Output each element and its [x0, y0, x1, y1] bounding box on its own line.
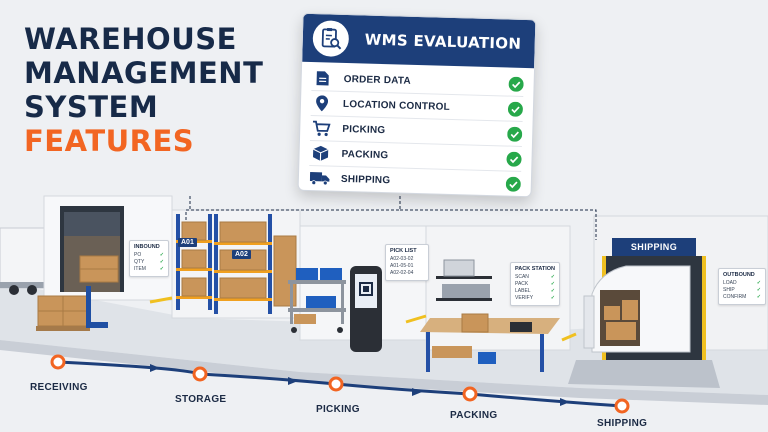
rack-label: A01: [178, 238, 197, 247]
sign-line: A02-02-04: [390, 270, 414, 276]
sign-line: QTY✓: [134, 259, 164, 265]
wms-feature-list: ORDER DATA LOCATION CONTROL PICKING PACK…: [299, 62, 534, 196]
location-pin-icon: [311, 94, 333, 113]
receiving-door-shutter: [64, 212, 120, 236]
check-mark: ✓: [159, 252, 164, 258]
wms-feature-row: ORDER DATA: [311, 66, 524, 97]
check-icon: [507, 101, 523, 117]
delivery-van: [583, 265, 691, 353]
wms-feature-row: PACKING: [309, 141, 522, 172]
sign-line: ITEM✓: [134, 266, 164, 272]
sign-line: PACK✓: [515, 281, 555, 287]
stage-label-storage: STORAGE: [175, 394, 227, 405]
cart-icon: [310, 119, 332, 138]
timeline-node: [614, 398, 630, 414]
sign-line: SCAN✓: [515, 274, 555, 280]
sign-line: PO✓: [134, 252, 164, 258]
check-mark: ✓: [550, 274, 555, 280]
dock-ramp: [568, 360, 720, 388]
wms-feature-label: PICKING: [342, 123, 386, 136]
stage-label-packing: PACKING: [450, 410, 498, 421]
sign-line: A01-05-01: [390, 263, 414, 269]
wms-feature-label: SHIPPING: [340, 173, 391, 186]
wms-evaluation-panel: WMS EVALUATION ORDER DATA LOCATION CONTR…: [297, 12, 537, 198]
sign-title: OUTBOUND: [723, 272, 755, 278]
wms-feature-label: PACKING: [341, 148, 389, 161]
wms-feature-label: ORDER DATA: [343, 73, 412, 87]
pick-list-sign: PICK LIST A02-03-02 A01-05-01 A02-02-04: [385, 244, 429, 281]
check-icon: [505, 176, 521, 192]
timeline-node: [328, 376, 344, 392]
wms-panel-title: WMS EVALUATION: [364, 30, 522, 53]
check-mark: ✓: [550, 281, 555, 287]
title-accent: FEATURES: [24, 124, 195, 158]
stage-label-shipping: SHIPPING: [597, 418, 648, 429]
wms-feature-row: PICKING: [309, 116, 523, 147]
title-line: SYSTEM: [24, 90, 159, 124]
timeline-node: [50, 354, 66, 370]
sign-line: SHIP✓: [723, 287, 761, 293]
pallet-jack-fork: [86, 322, 108, 328]
floor-edge: [0, 340, 768, 405]
timeline-arrow: [150, 364, 160, 372]
safety-railing: [149, 296, 577, 342]
sign-line: CONFIRM✓: [723, 294, 761, 300]
process-timeline: [50, 354, 630, 414]
check-icon: [506, 151, 522, 167]
check-mark: ✓: [756, 294, 761, 300]
check-mark: ✓: [756, 287, 761, 293]
wms-feature-row: LOCATION CONTROL: [310, 91, 524, 122]
check-icon: [507, 126, 523, 142]
sign-line: LOAD✓: [723, 280, 761, 286]
sign-title: PICK LIST: [390, 248, 417, 254]
check-mark: ✓: [756, 280, 761, 286]
dock-bumper: [702, 256, 706, 360]
sign-title: INBOUND: [134, 244, 160, 250]
packing-table: [420, 313, 560, 372]
pack-station-sign: PACK STATION SCAN✓ PACK✓ LABEL✓ VERIFY✓: [510, 262, 560, 306]
trailer-wheel: [9, 285, 19, 295]
sign-title: PACK STATION: [515, 266, 556, 272]
trailer-wheel: [27, 285, 37, 295]
timeline-arrow: [288, 377, 298, 385]
wms-panel-header: WMS EVALUATION: [302, 13, 536, 69]
timeline-arrow: [412, 388, 422, 396]
wms-feature-label: LOCATION CONTROL: [342, 98, 451, 113]
trailer-bumper: [0, 282, 44, 288]
check-icon: [508, 76, 524, 92]
page-title: WAREHOUSE MANAGEMENT SYSTEM FEATURES: [24, 22, 263, 158]
shipping-banner: SHIPPING: [612, 238, 696, 256]
wood-pallet: [36, 326, 90, 331]
truck-icon: [309, 169, 331, 188]
trailer-body: [0, 227, 45, 289]
sign-line: VERIFY✓: [515, 295, 555, 301]
stage-label-receiving: RECEIVING: [30, 382, 88, 393]
inbound-sign: INBOUND PO✓ QTY✓ ITEM✓: [129, 240, 169, 277]
stage-label-picking: PICKING: [316, 404, 360, 415]
wms-feature-row: SHIPPING: [309, 166, 522, 196]
sign-line: A02-03-02: [390, 256, 414, 262]
document-icon: [311, 69, 333, 88]
sign-line: LABEL✓: [515, 288, 555, 294]
storage-rack: [214, 214, 272, 314]
check-mark: ✓: [550, 295, 555, 301]
check-mark: ✓: [159, 266, 164, 272]
timeline-node: [462, 386, 478, 402]
title-line: WAREHOUSE: [24, 22, 237, 56]
pallet-jack-handle: [86, 286, 91, 328]
clipboard-magnifier-icon: [312, 20, 350, 58]
outbound-sign: OUTBOUND LOAD✓ SHIP✓ CONFIRM✓: [718, 268, 766, 305]
box-icon: [309, 144, 331, 163]
check-mark: ✓: [550, 288, 555, 294]
check-mark: ✓: [159, 259, 164, 265]
barcode-scanner: [350, 266, 382, 352]
connector-lines: [185, 196, 597, 240]
timeline-node: [192, 366, 208, 382]
title-line: MANAGEMENT: [24, 56, 264, 90]
picking-cart: [288, 268, 346, 333]
rack-label: A02: [232, 250, 251, 259]
packing-shelf: [436, 259, 492, 301]
timeline-arrow: [560, 398, 570, 406]
